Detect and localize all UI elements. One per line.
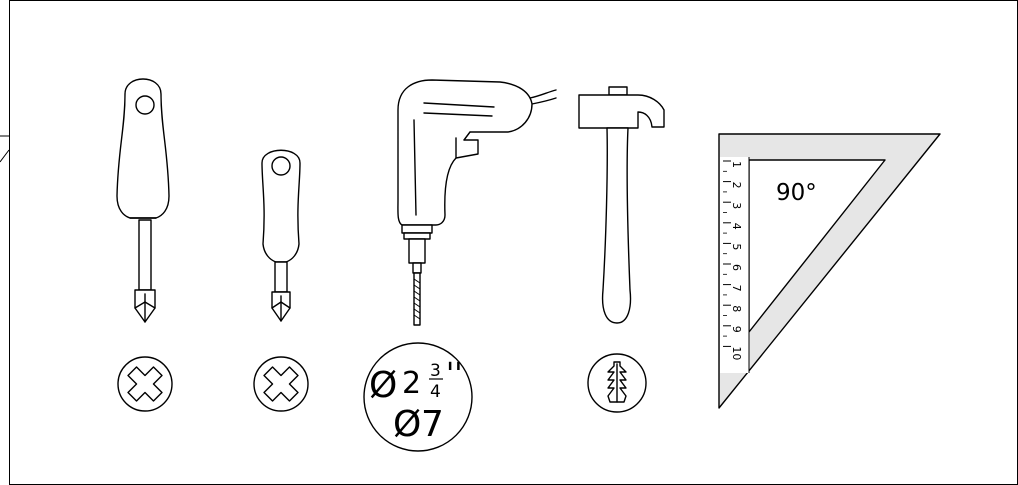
ruler-ticks: 1 2 3 4 5 6 7 8 9 10: [723, 160, 743, 360]
ruler-tick-label: 9: [730, 326, 743, 333]
screw-head-badge-large: [117, 356, 173, 412]
imperial-diameter-symbol: Ø: [369, 365, 397, 406]
imperial-numerator: 3: [430, 361, 441, 381]
ruler-tick-label: 1: [730, 161, 743, 168]
ruler-tick-label: 5: [730, 243, 743, 250]
ruler-tick-label: 4: [730, 223, 743, 230]
phillips-screw-head-icon: [253, 356, 309, 412]
ruler-tick-label: 2: [730, 182, 743, 189]
metric-diameter-symbol: Ø: [393, 404, 421, 445]
power-drill-icon: [397, 79, 557, 326]
ruler-tick-label: 3: [730, 202, 743, 209]
ruler-tick-label: 6: [730, 264, 743, 271]
hammer-icon: [578, 86, 665, 324]
angle-label: 90°: [776, 180, 817, 206]
small-screwdriver-icon: [261, 149, 301, 322]
set-square-icon: 1 2 3 4 5 6 7 8 9 10 90°: [718, 133, 941, 409]
large-screwdriver-icon: [116, 78, 170, 323]
frame-border: [9, 0, 1018, 485]
metric-value: 7: [421, 404, 444, 445]
inch-mark: '': [446, 357, 463, 392]
ruler-tick-label: 7: [730, 285, 743, 292]
wall-anchor-icon: [607, 361, 627, 403]
ruler-tick-label: 10: [730, 346, 743, 360]
crop-mark: [0, 135, 10, 163]
wall-anchor-badge: [587, 353, 647, 413]
imperial-whole: 2: [402, 366, 421, 401]
drill-bit-size-badge: Ø 2 3 4 '' Ø 7: [363, 342, 473, 452]
imperial-denominator: 4: [430, 382, 441, 402]
ruler-tick-label: 8: [730, 305, 743, 312]
